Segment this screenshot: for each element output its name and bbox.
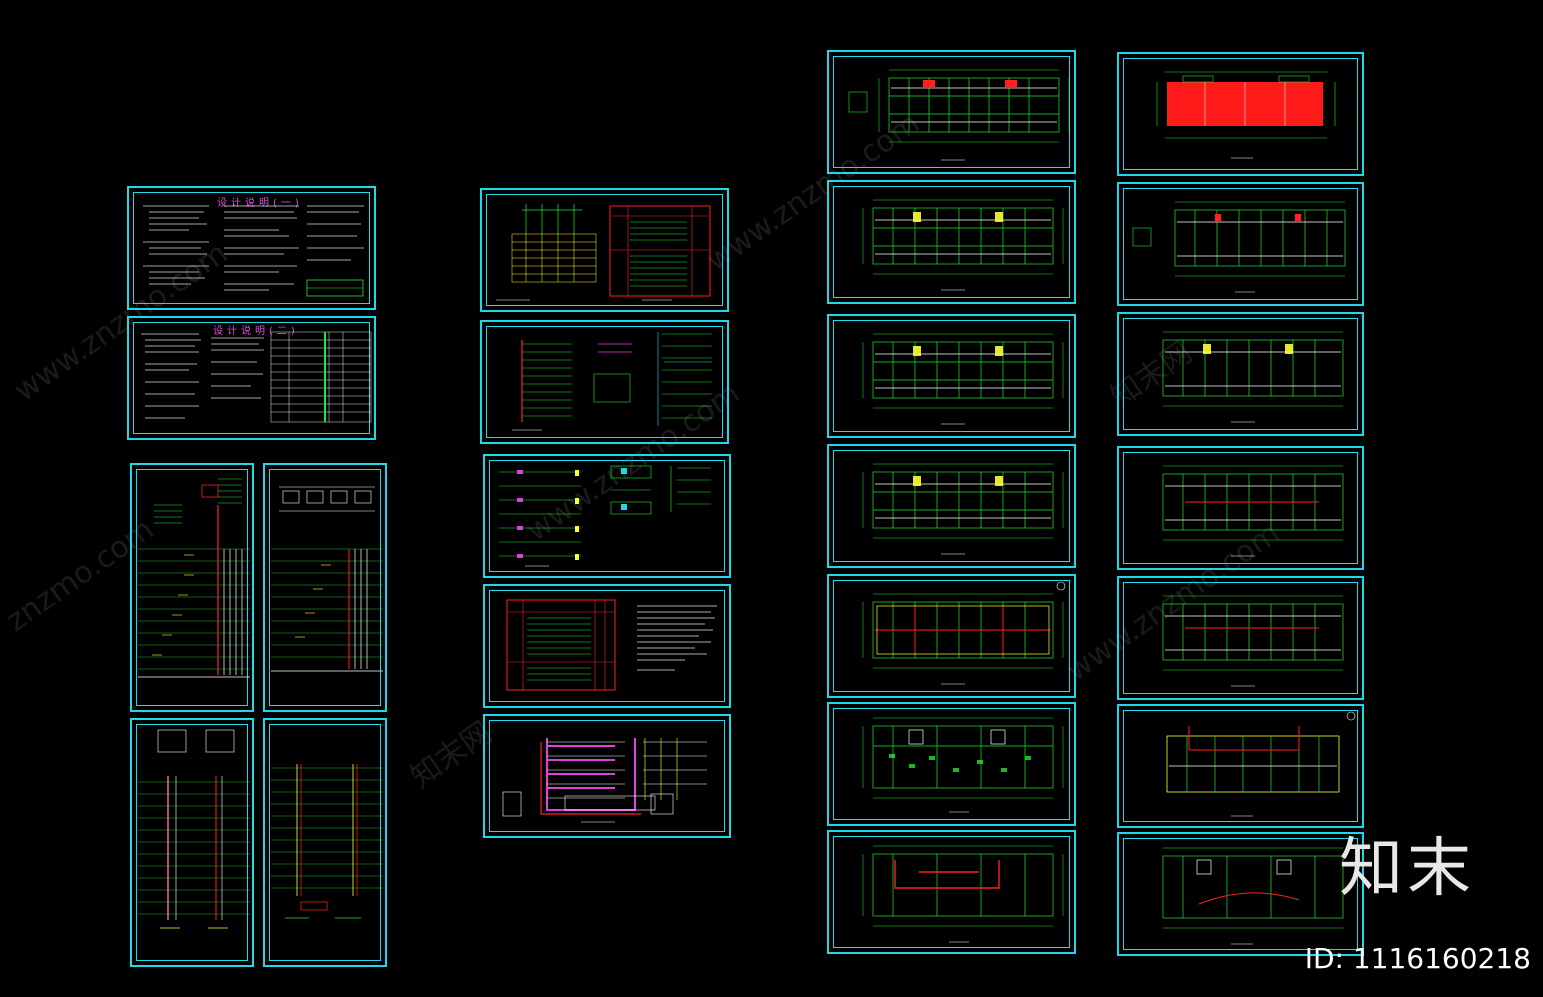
floor-plan: [1162, 847, 1344, 945]
sheet-inner-frame: [833, 708, 1070, 820]
floor-plan: [848, 69, 1070, 161]
floor-plan: [1162, 331, 1344, 423]
sheet-title: 设计说明(一): [217, 198, 303, 209]
sheet-inner-frame: [1123, 838, 1358, 950]
floor-plan: [862, 199, 1064, 291]
sheet-inner-frame: [133, 192, 370, 304]
sheet-riser-diagram-3[interactable]: [130, 718, 254, 967]
sheet-floor-plan-5[interactable]: [827, 574, 1076, 698]
riser-diagram: [271, 486, 383, 672]
sheet-floor-plan-13[interactable]: [1117, 832, 1364, 956]
notes-text-and-legend-table: [141, 331, 372, 423]
asset-id-label: ID: 1116160218: [1304, 942, 1531, 975]
sheet-inner-frame: [833, 320, 1070, 432]
floor-plan: [1162, 595, 1344, 687]
sheet-distribution-table[interactable]: [480, 188, 729, 312]
riser-diagram: [138, 729, 250, 929]
sheet-inner-frame: [833, 56, 1070, 168]
sheet-inner-frame: [489, 720, 725, 832]
sheet-inner-frame: [1123, 188, 1358, 300]
sheet-inner-frame: [833, 450, 1070, 562]
sheet-floor-plan-8[interactable]: [1117, 182, 1364, 306]
floor-plan: [1166, 711, 1356, 817]
sheet-roof-plan[interactable]: [1117, 52, 1364, 176]
floor-plan: [862, 717, 1064, 813]
sheet-inner-frame: [1123, 318, 1358, 430]
sheet-grounding-diagram[interactable]: [483, 714, 731, 838]
sheet-inner-frame: [486, 326, 723, 438]
sheet-floor-plan-2[interactable]: [827, 180, 1076, 304]
brand-logo-text: 知末: [1339, 832, 1475, 906]
sheet-inner-frame: [833, 836, 1070, 948]
system-diagram: [512, 332, 712, 431]
riser-diagram: [271, 764, 383, 919]
distribution-schedule: [496, 204, 711, 301]
sheet-floor-plan-1[interactable]: [827, 50, 1076, 174]
sheet-system-diagram-1[interactable]: [480, 320, 729, 444]
sheet-inner-frame: [1123, 710, 1358, 822]
sheet-inner-frame: [489, 590, 725, 702]
sheet-inner-frame: [1123, 582, 1358, 694]
sheet-inner-frame: [269, 469, 381, 706]
sheet-floor-plan-9[interactable]: [1117, 312, 1364, 436]
grounding-diagram: [502, 738, 707, 823]
sheet-inner-frame: [1123, 58, 1358, 170]
floor-plan: [1162, 465, 1344, 557]
sheet-title: 设计说明(二): [213, 326, 299, 337]
riser-diagram: [138, 478, 250, 678]
sheet-inner-frame: [133, 322, 370, 434]
sheet-floor-plan-10[interactable]: [1117, 446, 1364, 570]
sheet-inner-frame: [269, 724, 381, 961]
floor-plan: [862, 845, 1064, 943]
system-diagram: [499, 465, 711, 567]
floor-plan: [862, 333, 1064, 425]
sheet-inner-frame: [136, 724, 248, 961]
sheet-riser-diagram-1[interactable]: [130, 463, 254, 712]
sheet-floor-plan-6[interactable]: [827, 702, 1076, 826]
sheet-floor-plan-4[interactable]: [827, 444, 1076, 568]
sheet-inner-frame: [1123, 452, 1358, 564]
notes-text-block: [143, 205, 364, 297]
sheet-riser-diagram-4[interactable]: [263, 718, 387, 967]
sheet-inner-frame: [833, 580, 1070, 692]
panel-schedule: [506, 599, 717, 691]
sheet-inner-frame: [136, 469, 248, 706]
sheet-panel-schedule[interactable]: [483, 584, 731, 708]
sheet-floor-plan-12[interactable]: [1117, 704, 1364, 828]
sheet-inner-frame: [489, 460, 725, 572]
sheet-floor-plan-7[interactable]: [827, 830, 1076, 954]
sheet-inner-frame: [833, 186, 1070, 298]
sheet-design-notes-2[interactable]: 设计说明(二): [127, 316, 376, 440]
sheet-inner-frame: [486, 194, 723, 306]
roof-plan: [1156, 71, 1336, 159]
sheet-floor-plan-11[interactable]: [1117, 576, 1364, 700]
floor-plan: [862, 581, 1066, 685]
sheet-floor-plan-3[interactable]: [827, 314, 1076, 438]
floor-plan: [862, 463, 1064, 555]
sheet-design-notes-1[interactable]: 设计说明(一): [127, 186, 376, 310]
floor-plan: [1132, 201, 1346, 293]
sheet-riser-diagram-2[interactable]: [263, 463, 387, 712]
sheet-system-diagram-2[interactable]: [483, 454, 731, 578]
